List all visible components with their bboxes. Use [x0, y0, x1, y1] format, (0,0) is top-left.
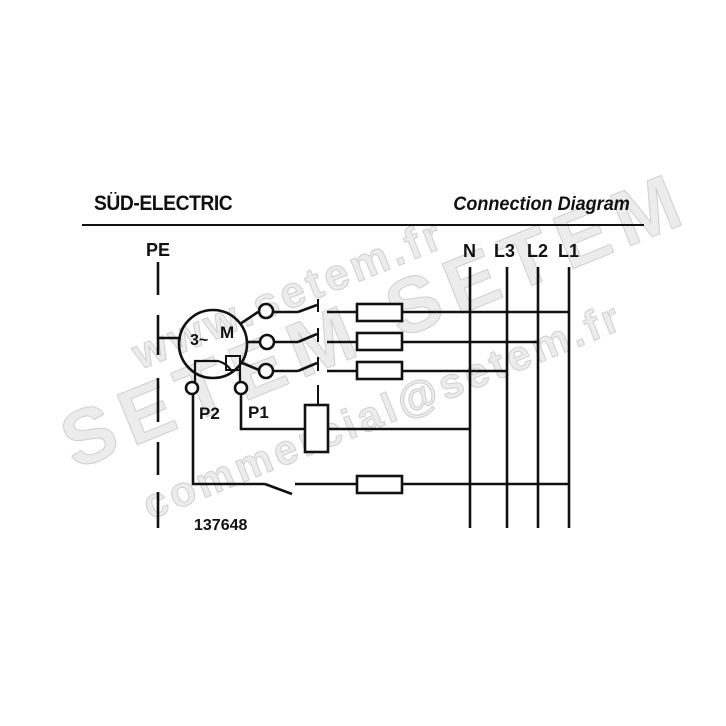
- header-divider: [82, 224, 644, 226]
- terminal-p2-icon: [184, 380, 200, 396]
- motor-label: M: [220, 323, 234, 342]
- p2-label: P2: [199, 404, 220, 423]
- wire-p2-switch: [191, 394, 265, 486]
- wire-p1-coil: [239, 394, 305, 431]
- motor-symbol: [177, 308, 249, 380]
- terminal-p1-icon: [233, 380, 249, 396]
- bus-label-n: N: [463, 241, 476, 261]
- contactor-coil-icon: [303, 403, 330, 454]
- bus-bars: [468, 267, 571, 528]
- fuse-l1-icon: [355, 302, 404, 323]
- thermal-sensor-icon: [193, 355, 242, 392]
- fuse-l3-icon: [355, 360, 404, 381]
- terminal-u-icon: [257, 302, 275, 320]
- fuse-l2-icon: [355, 331, 404, 352]
- diagram-title: Connection Diagram: [453, 194, 630, 215]
- brand-title: SÜD-ELECTRIC: [94, 192, 233, 215]
- part-number: 137648: [194, 517, 247, 534]
- bus-label-l3: L3: [494, 241, 515, 261]
- terminal-v-icon: [258, 333, 276, 351]
- pe-label: PE: [146, 240, 170, 260]
- motor-phase-label: 3~: [190, 332, 208, 349]
- bus-label-l2: L2: [527, 241, 548, 261]
- contactor-contacts: [273, 299, 319, 405]
- p1-label: P1: [248, 403, 269, 422]
- control-switch-icon: [264, 482, 293, 496]
- fuse-control-icon: [355, 474, 404, 495]
- terminal-w-icon: [257, 362, 275, 380]
- bus-label-l1: L1: [558, 241, 579, 261]
